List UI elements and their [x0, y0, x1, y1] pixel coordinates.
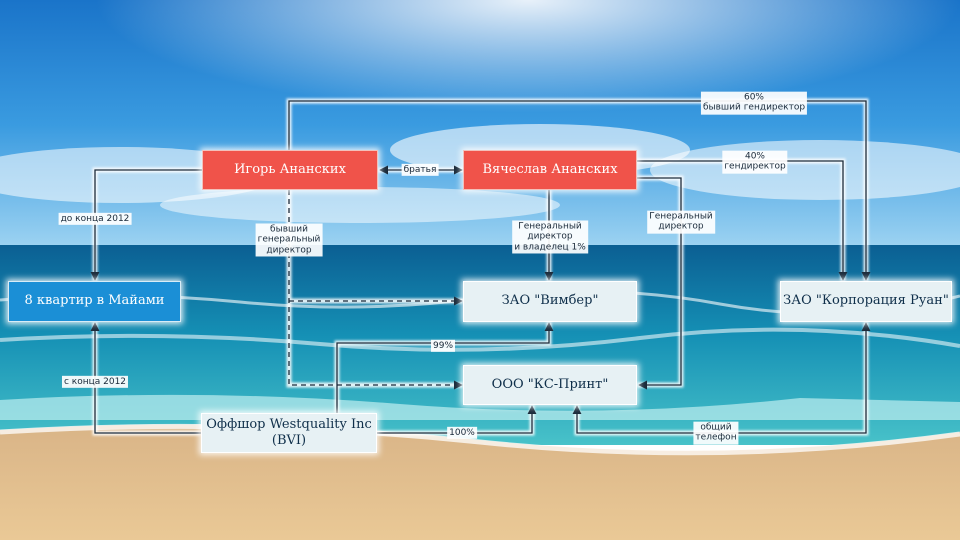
link-westquality-miami: [90, 322, 201, 434]
former-gd-line-1: бывший: [270, 224, 308, 235]
former-ceo-text: бывший гендиректор: [702, 103, 806, 113]
link-igor-ruan-60: [288, 100, 871, 281]
gd-line-1: Генеральный: [649, 211, 713, 222]
link-igor-miami: [90, 169, 202, 281]
westquality-line-2: (BVI): [271, 433, 307, 448]
gd-line-2: директор: [658, 222, 704, 232]
node-ks-print: ООО "КС-Принт": [463, 365, 637, 405]
link-igor-ksprint-dashed: [288, 190, 463, 390]
former-gd-line-3: директор: [266, 245, 312, 256]
link-vyacheslav-ruan-40: [637, 160, 848, 281]
node-vyacheslav-ananskikh: Вячеслав Ананских: [463, 150, 637, 190]
label-40-ceo: 40% гендиректор: [722, 150, 788, 174]
node-igor-ananskikh: Игорь Ананских: [202, 150, 378, 190]
westquality-line-1: Оффшор Westquality Inc: [206, 416, 372, 432]
node-ruan-corporation: ЗАО "Корпорация Руан": [780, 281, 952, 322]
label-general-director-owner: Генеральный директор и владелец 1%: [512, 220, 588, 254]
link-vyacheslav-ksprint: [637, 177, 682, 390]
label-shared-phone: общий телефон: [693, 421, 739, 445]
pct40-text: 40%: [744, 151, 765, 162]
label-until-end-2012: до конца 2012: [58, 212, 132, 226]
node-westquality-offshore: Оффшор Westquality Inc (BVI): [201, 413, 377, 453]
label-100-percent: 100%: [447, 426, 477, 440]
former-gd-line-2: генеральный: [257, 234, 321, 245]
node-wimber: ЗАО "Вимбер": [463, 281, 637, 322]
gd-owner-line-3: и владелец 1%: [514, 242, 586, 253]
label-general-director: Генеральный директор: [647, 210, 715, 234]
link-westquality-ksprint-100: [377, 405, 537, 434]
label-since-end-2012: с конца 2012: [61, 375, 129, 389]
label-former-general-director: бывший генеральный директор: [255, 223, 323, 257]
gd-owner-line-2: директор: [527, 231, 573, 242]
label-brothers: братья: [401, 163, 439, 177]
gd-owner-line-1: Генеральный: [518, 221, 582, 232]
shared-phone-line-1: общий: [700, 422, 732, 433]
pct60-text: 60%: [743, 92, 764, 103]
label-99-percent: 99%: [430, 339, 456, 353]
label-60-former-ceo: 60% бывший гендиректор: [700, 91, 808, 115]
ceo-text: гендиректор: [724, 162, 786, 172]
shared-phone-line-2: телефон: [695, 433, 737, 443]
node-miami-apartments: 8 квартир в Майами: [8, 281, 181, 322]
